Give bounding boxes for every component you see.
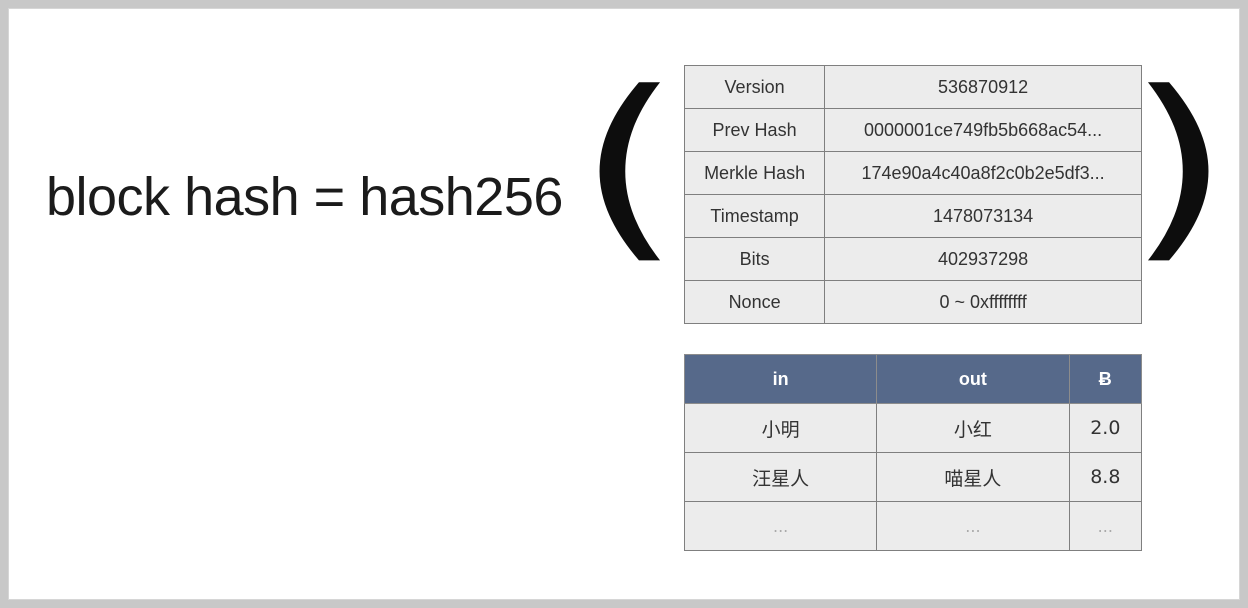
column-header-in: in (683, 354, 878, 404)
tx-in-cell: ... (683, 501, 878, 551)
left-parenthesis: ( (576, 49, 682, 282)
field-value-version: 536870912 (824, 65, 1142, 109)
table-row: Version 536870912 (683, 65, 1142, 109)
table-row: ... ... ... (683, 501, 1143, 551)
field-value-prev-hash: 0000001ce749fb5b668ac54... (824, 108, 1142, 152)
table-header-row: in out Ƀ (683, 354, 1143, 404)
field-value-bits: 402937298 (824, 237, 1142, 281)
field-name-timestamp: Timestamp (683, 194, 826, 238)
tx-in-cell: 汪星人 (683, 452, 878, 502)
tx-amount-cell: 8.8 (1068, 452, 1143, 502)
column-header-out: out (876, 354, 1070, 404)
field-value-merkle-hash: 174e90a4c40a8f2c0b2e5df3... (824, 151, 1142, 195)
table-row: 小明 小红 2.0 (683, 403, 1143, 453)
tx-out-cell: 喵星人 (876, 452, 1070, 502)
table-row: Bits 402937298 (683, 237, 1142, 281)
field-name-merkle-hash: Merkle Hash (683, 151, 826, 195)
tx-out-cell: 小红 (876, 403, 1070, 453)
column-header-bitcoin: Ƀ (1068, 354, 1143, 404)
transactions-table: in out Ƀ 小明 小红 2.0 汪星人 喵星人 8.8 ... ... .… (683, 354, 1143, 551)
field-name-version: Version (683, 65, 826, 109)
table-row: Nonce 0 ~ 0xffffffff (683, 280, 1142, 324)
table-row: Timestamp 1478073134 (683, 194, 1142, 238)
field-name-prev-hash: Prev Hash (683, 108, 826, 152)
field-name-bits: Bits (683, 237, 826, 281)
tx-in-cell: 小明 (683, 403, 878, 453)
field-value-nonce: 0 ~ 0xffffffff (824, 280, 1142, 324)
tx-out-cell: ... (876, 501, 1070, 551)
field-value-timestamp: 1478073134 (824, 194, 1142, 238)
block-header-table: Version 536870912 Prev Hash 0000001ce749… (683, 65, 1142, 324)
right-parenthesis: ) (1126, 49, 1232, 282)
table-row: Merkle Hash 174e90a4c40a8f2c0b2e5df3... (683, 151, 1142, 195)
block-hash-formula: block hash = hash256 (46, 167, 563, 227)
table-row: 汪星人 喵星人 8.8 (683, 452, 1143, 502)
table-row: Prev Hash 0000001ce749fb5b668ac54... (683, 108, 1142, 152)
tx-amount-cell: ... (1068, 501, 1143, 551)
tx-amount-cell: 2.0 (1068, 403, 1143, 453)
field-name-nonce: Nonce (683, 280, 826, 324)
